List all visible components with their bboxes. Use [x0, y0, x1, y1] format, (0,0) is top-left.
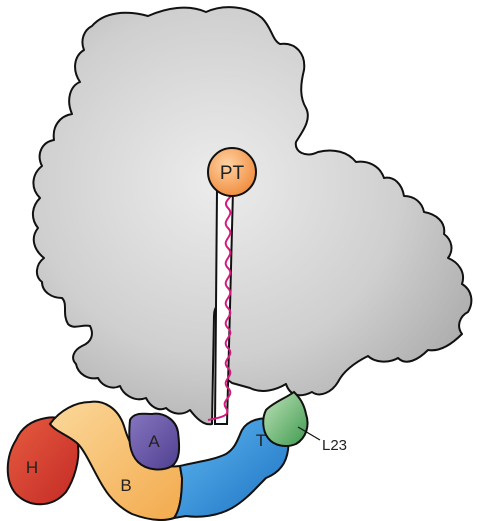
pt-label: PT	[220, 163, 245, 184]
domain-t-label: T	[256, 431, 266, 450]
domain-b-label: B	[120, 476, 131, 495]
nascent-chain	[207, 187, 235, 421]
exit-tunnel	[213, 189, 235, 425]
domain-t	[171, 417, 290, 520]
domain-h-label: H	[26, 458, 38, 477]
l23-pointer	[297, 426, 321, 441]
domain-a	[128, 412, 181, 471]
domain-a-label: A	[148, 432, 160, 451]
l23-protein	[262, 390, 309, 447]
ribosome-body	[32, 6, 473, 426]
pt-center	[207, 147, 257, 197]
l23-label: L23	[322, 437, 347, 454]
